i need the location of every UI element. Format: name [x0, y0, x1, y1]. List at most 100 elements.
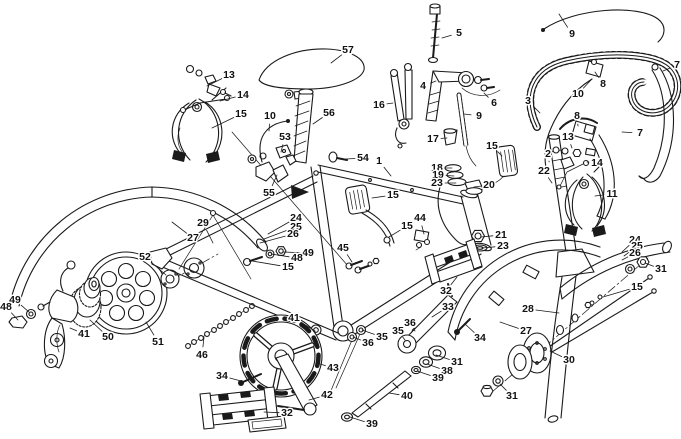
leader-line: [594, 71, 599, 78]
part-number-label: 35: [376, 331, 388, 343]
direction-arrow: [291, 185, 309, 199]
leader-line: [473, 185, 482, 188]
part-number-label: 34: [216, 370, 228, 382]
leader-line: [229, 377, 242, 382]
leader-line: [416, 370, 431, 376]
leader-line: [499, 383, 507, 391]
part-number-label: 34: [474, 332, 486, 344]
part-number-label: 3: [525, 95, 531, 107]
part-number-label: 7: [637, 127, 643, 139]
leader-line: [268, 123, 270, 132]
part-number-label: 25: [290, 221, 302, 233]
leader-line: [312, 117, 323, 125]
leader-line: [413, 329, 416, 332]
part-number-label: 18: [431, 162, 443, 174]
leader-line: [402, 336, 406, 341]
leader-line: [386, 102, 394, 105]
part-number-label: 43: [327, 362, 339, 374]
front-brake-caliper-drawing: [564, 162, 606, 237]
seat-clamp-parts-drawing: [247, 144, 297, 183]
part-number-label: 20: [483, 179, 495, 191]
leader-line: [211, 117, 235, 129]
part-number-label: 27: [187, 232, 199, 244]
leader-line: [383, 166, 392, 177]
part-number-label: 7: [674, 59, 680, 71]
part-number-label: 16: [373, 99, 385, 111]
part-number-label: 41: [78, 328, 90, 340]
part-number-label: 9: [569, 28, 575, 40]
leader-line: [263, 229, 289, 240]
front-hub-drawing: [480, 256, 650, 397]
part-number-label: 51: [152, 336, 164, 348]
part-number-label: 13: [562, 131, 574, 143]
part-number-label: 48: [0, 301, 12, 313]
fork-drawing: [544, 134, 595, 423]
right-crank-pedal-drawing: [397, 238, 483, 354]
leader-line: [549, 350, 563, 358]
leader-line: [330, 54, 343, 64]
part-number-label: 38: [441, 365, 453, 377]
small-fasteners-drawing: [242, 229, 431, 274]
part-number-label: 11: [606, 188, 617, 200]
part-number-label: 28: [522, 303, 534, 315]
part-number-label: 49: [9, 294, 21, 306]
reflector-drawing: [344, 144, 519, 247]
part-number-label: 39: [366, 418, 378, 430]
part-number-label: 27: [520, 325, 532, 337]
part-number-label: 23: [431, 177, 443, 189]
part-number-label: 15: [631, 281, 643, 293]
part-number-label: 32: [281, 407, 293, 419]
leader-line: [594, 194, 605, 197]
leader-line: [621, 244, 630, 253]
part-number-label: 9: [476, 110, 482, 122]
part-number-label: 8: [574, 110, 580, 122]
leader-line: [499, 321, 519, 329]
part-number-label: 14: [237, 89, 249, 101]
leader-line: [202, 336, 205, 348]
part-number-label: 8: [600, 78, 606, 90]
part-number-label: 33: [442, 301, 454, 313]
leader-line: [623, 250, 632, 257]
leader-line: [426, 363, 440, 369]
part-number-label: 15: [282, 261, 294, 273]
leader-line: [282, 251, 301, 254]
part-number-label: 48: [291, 252, 303, 264]
part-number-label: 31: [506, 390, 518, 402]
part-number-label: 50: [102, 331, 114, 343]
part-number-label: 30: [563, 354, 575, 366]
part-number-label: 29: [197, 217, 209, 229]
part-number-label: 54: [357, 152, 369, 164]
leader-line: [464, 323, 475, 333]
part-number-label: 21: [495, 229, 507, 241]
leader-line: [145, 321, 155, 336]
part-number-label: 41: [288, 312, 300, 324]
leader-line: [602, 288, 630, 298]
part-number-label: 15: [486, 140, 498, 152]
leader-line: [308, 396, 320, 401]
leader-line: [445, 175, 455, 177]
front-fender-drawing: [447, 239, 672, 369]
leader-line: [150, 261, 167, 276]
leader-line: [533, 106, 541, 114]
part-number-label: 36: [362, 337, 374, 349]
part-number-label: 31: [451, 356, 463, 368]
crankset-drawing: [199, 314, 323, 433]
part-number-label: 45: [337, 242, 349, 254]
leader-line: [345, 158, 356, 160]
leader-line: [570, 144, 573, 149]
leader-line: [548, 177, 553, 184]
leader-line: [89, 319, 103, 332]
leader-line: [206, 78, 223, 87]
leader-line: [558, 13, 568, 28]
leader-line: [251, 260, 281, 267]
part-number-label: 17: [427, 133, 439, 145]
leader-line: [430, 80, 437, 84]
part-number-label: 26: [287, 228, 299, 240]
part-number-label: 57: [342, 44, 354, 56]
part-number-label: 52: [139, 251, 151, 263]
saddle-seatpost-drawing: [258, 48, 365, 164]
leader-line: [69, 327, 77, 332]
part-number-label: 10: [264, 110, 276, 122]
